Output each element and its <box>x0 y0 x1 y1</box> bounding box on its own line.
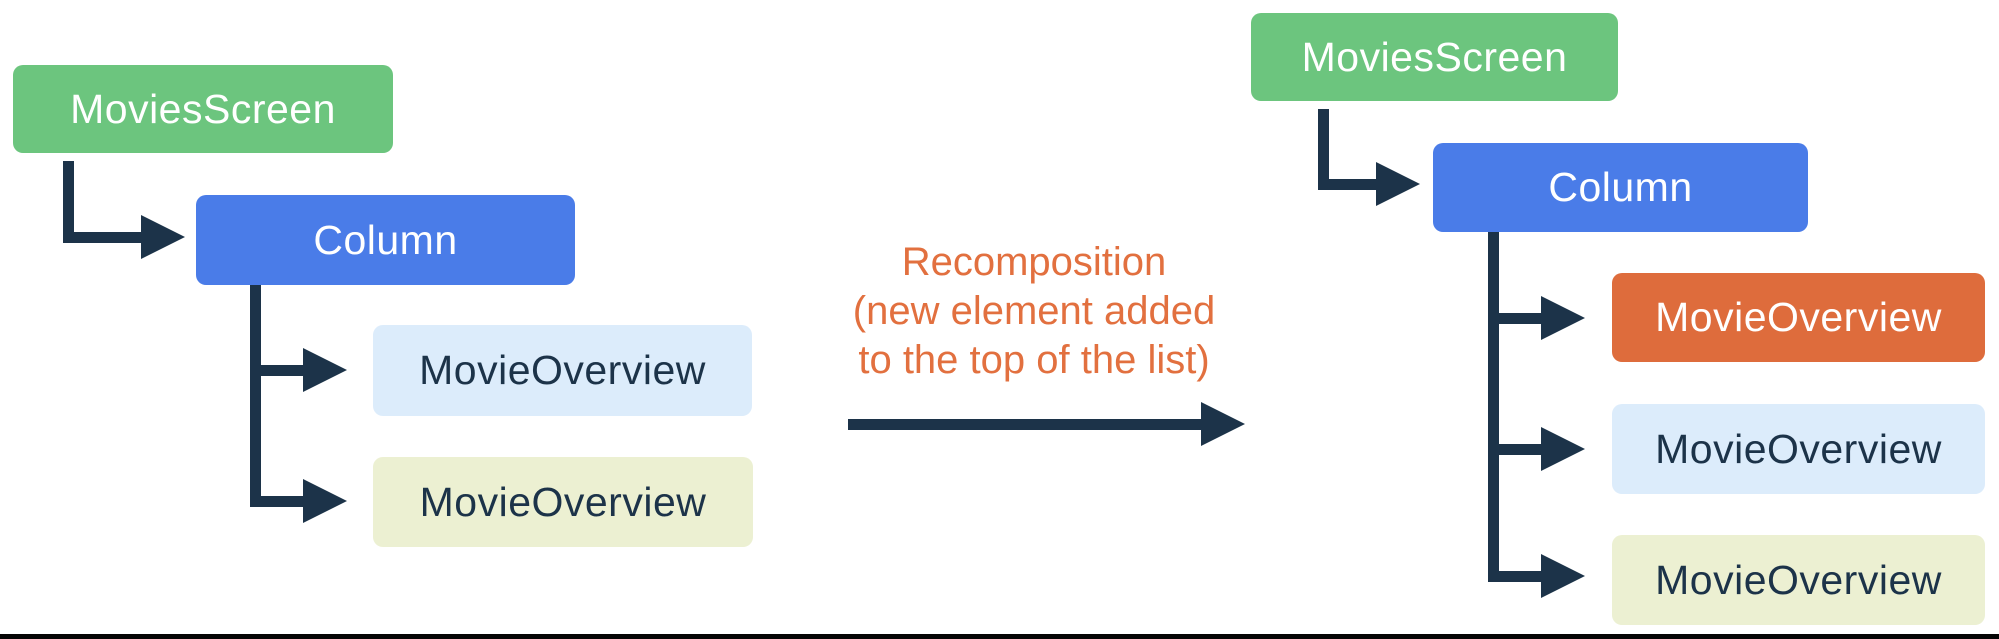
right-tree-child-2-node: MovieOverview <box>1612 404 1985 494</box>
bottom-border-line <box>0 634 1999 639</box>
right-tree-child-3-label: MovieOverview <box>1655 556 1942 603</box>
right-tree-child-1-node-new: MovieOverview <box>1612 273 1985 362</box>
right-branch-1-line <box>1488 313 1543 324</box>
right-tree-root-node: MoviesScreen <box>1251 13 1618 101</box>
left-root-connector-horizontal-line <box>63 232 141 243</box>
left-tree-root-node: MoviesScreen <box>13 65 393 153</box>
left-tree-column-label: Column <box>313 216 458 263</box>
left-tree-column-node: Column <box>196 195 575 285</box>
right-branch-1-arrowhead-icon <box>1541 296 1585 340</box>
left-tree-child-2-node: MovieOverview <box>373 457 753 547</box>
right-column-trunk-line <box>1488 232 1499 582</box>
left-branch-2-line <box>250 496 305 507</box>
left-column-trunk-line <box>250 285 261 507</box>
right-branch-2-line <box>1488 444 1543 455</box>
left-tree-child-1-node: MovieOverview <box>373 325 752 416</box>
right-tree-root-label: MoviesScreen <box>1301 33 1568 80</box>
left-tree-child-1-label: MovieOverview <box>419 347 706 393</box>
right-root-connector-horizontal-line <box>1318 179 1378 190</box>
right-branch-3-line <box>1488 571 1543 582</box>
right-root-connector-vertical-line <box>1318 109 1329 190</box>
left-branch-1-line <box>250 365 305 376</box>
annotation-line-2: (new element added <box>852 289 1216 333</box>
right-tree-column-label: Column <box>1548 164 1693 210</box>
right-tree-child-3-node: MovieOverview <box>1612 535 1985 625</box>
right-branch-3-arrowhead-icon <box>1541 554 1585 598</box>
right-root-connector-arrowhead-icon <box>1376 162 1420 206</box>
right-tree-child-1-label: MovieOverview <box>1655 294 1942 340</box>
right-tree-column-node: Column <box>1433 143 1808 232</box>
right-tree-child-2-label: MovieOverview <box>1655 425 1942 472</box>
annotation-line-1: Recomposition <box>901 240 1167 284</box>
left-root-connector-vertical-line <box>63 161 74 242</box>
left-branch-1-arrowhead-icon <box>303 348 347 392</box>
left-tree-root-label: MoviesScreen <box>70 85 336 132</box>
transition-arrowhead-icon <box>1201 402 1245 446</box>
left-root-connector-arrowhead-icon <box>141 215 185 259</box>
transition-arrow-line <box>848 419 1203 430</box>
annotation-line-3: to the top of the list) <box>858 338 1210 382</box>
right-branch-2-arrowhead-icon <box>1541 427 1585 471</box>
recomposition-annotation: Recomposition (new element added to the … <box>814 238 1254 385</box>
left-branch-2-arrowhead-icon <box>303 479 347 523</box>
left-tree-child-2-label: MovieOverview <box>419 478 707 525</box>
